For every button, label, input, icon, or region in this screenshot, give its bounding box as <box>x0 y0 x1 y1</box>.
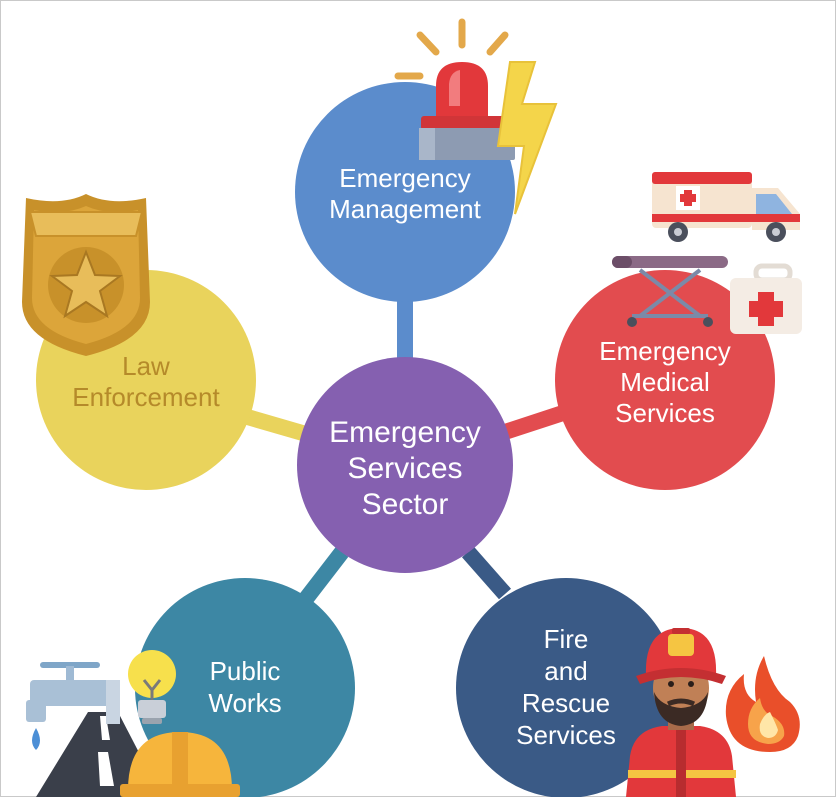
label-emergency-management: Emergency Management <box>329 163 482 224</box>
node-center <box>297 357 513 573</box>
label-fire-rescue: Fire and Rescue Services <box>516 624 616 750</box>
law-line-1: Law <box>122 351 170 381</box>
connector-medical <box>502 404 569 440</box>
label-emergency-medical: Emergency Medical Services <box>599 336 731 428</box>
node-fire-rescue <box>456 578 676 798</box>
center-line-2: Services <box>347 452 462 485</box>
management-line-2: Management <box>329 194 482 224</box>
node-emergency-medical <box>555 270 775 490</box>
label-public-works: Public Works <box>208 656 281 718</box>
fire-line-2: and <box>544 656 587 686</box>
ambulance-stretcher-firstaid-icon <box>612 172 802 334</box>
public-works-line-2: Works <box>208 688 281 718</box>
medical-line-1: Emergency <box>599 336 731 366</box>
police-badge-icon <box>22 194 150 356</box>
law-line-2: Enforcement <box>72 382 220 412</box>
center-line-3: Sector <box>362 488 449 521</box>
label-law-enforcement: Law Enforcement <box>72 351 220 412</box>
fire-line-3: Rescue <box>522 688 610 718</box>
management-line-1: Emergency <box>339 163 471 193</box>
center-line-1: Emergency <box>329 416 481 449</box>
public-works-line-1: Public <box>210 656 281 686</box>
medical-line-3: Services <box>615 398 715 428</box>
connectors <box>241 300 569 605</box>
fire-line-1: Fire <box>544 624 589 654</box>
fire-line-4: Services <box>516 720 616 750</box>
siren-lightning-icon <box>394 18 558 215</box>
firefighter-flame-icon <box>626 628 800 797</box>
label-center: Emergency Services Sector <box>329 416 481 521</box>
connector-fire <box>461 546 512 600</box>
faucet-bulb-road-hardhat-icon <box>26 650 240 797</box>
connector-public-works <box>298 547 349 605</box>
medical-line-2: Medical <box>620 367 710 397</box>
connector-law <box>241 408 309 442</box>
